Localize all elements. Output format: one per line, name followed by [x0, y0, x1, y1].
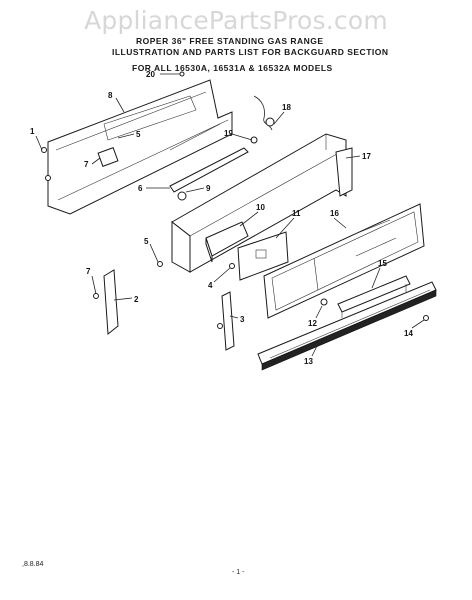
callout-15: 15	[378, 259, 387, 268]
callout-9: 9	[206, 184, 211, 193]
callout-4: 4	[208, 281, 213, 290]
screw-icon	[93, 293, 99, 299]
model-list: FOR ALL 16530A, 16531A & 16532A MODELS	[132, 63, 333, 73]
callout-5-lower: 5	[144, 237, 149, 246]
page-number: - 1 -	[232, 569, 245, 576]
clock-lens	[237, 231, 289, 281]
watermark-text: AppliancePartsPros.com	[84, 6, 388, 35]
callout-10: 10	[256, 203, 265, 212]
screw-icon	[320, 298, 328, 306]
callout-19: 19	[224, 129, 233, 138]
callout-8: 8	[108, 91, 113, 100]
diagram-subtitle: ILLUSTRATION AND PARTS LIST FOR BACKGUAR…	[112, 47, 389, 57]
side-bracket	[103, 269, 235, 351]
callout-3: 3	[240, 315, 245, 324]
callout-18: 18	[282, 103, 291, 112]
diagram-title: ROPER 36" FREE STANDING GAS RANGE	[136, 36, 324, 46]
clock-housing	[205, 221, 249, 263]
control-rod	[169, 147, 249, 201]
lower-trim-strip	[257, 281, 437, 371]
wire-assembly	[253, 95, 275, 131]
screw-icon	[45, 175, 51, 181]
callout-17: 17	[362, 152, 371, 161]
leader-lines	[35, 73, 425, 357]
screw-icon	[423, 315, 429, 321]
callout-1: 1	[30, 127, 35, 136]
screw-icon	[157, 261, 163, 267]
handle-trim	[337, 275, 411, 318]
callout-2: 2	[134, 295, 139, 304]
back-panel	[47, 79, 233, 215]
callout-14: 14	[404, 329, 413, 338]
callout-11: 11	[292, 209, 301, 218]
callout-labels: 20 8 1 5 7 6 9 19 18 17 10 11 16 5 4 7 2…	[30, 70, 413, 366]
screw-icon	[229, 263, 235, 269]
callout-16: 16	[330, 209, 339, 218]
print-date: ,8.8.84	[22, 561, 44, 568]
callout-20: 20	[146, 70, 155, 79]
callout-7-lower: 7	[86, 267, 91, 276]
callout-12: 12	[308, 319, 317, 328]
screw-icon	[179, 71, 185, 77]
callout-7-upper: 7	[84, 160, 89, 169]
callout-13: 13	[304, 357, 313, 366]
screw-icon	[41, 147, 47, 153]
screw-icon	[217, 323, 223, 329]
callout-6: 6	[138, 184, 143, 193]
callout-5-upper: 5	[136, 130, 141, 139]
glass-panel	[263, 203, 425, 319]
